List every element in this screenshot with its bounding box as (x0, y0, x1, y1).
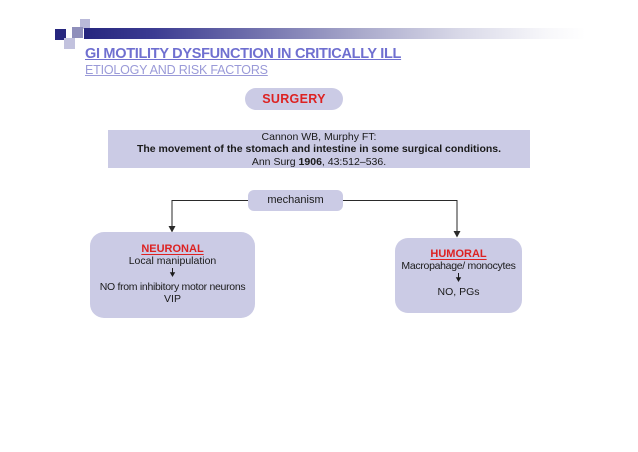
humoral-result-line1: NO, PGs (437, 286, 480, 298)
down-arrow-icon (455, 273, 462, 282)
humoral-subheading: Macropahage/ monocytes (401, 260, 516, 272)
mechanism-node: mechanism (248, 190, 343, 211)
arrowhead-down-icon (453, 231, 461, 238)
accent-square (80, 19, 90, 29)
neuronal-subheading: Local manipulation (128, 255, 217, 267)
neuronal-node: NEURONAL Local manipulation NO from inhi… (90, 232, 255, 318)
neuronal-heading: NEURONAL (141, 243, 204, 255)
surgery-badge: SURGERY (245, 88, 343, 110)
humoral-heading: HUMORAL (430, 248, 487, 260)
accent-square (64, 38, 75, 49)
citation-authors: Cannon WB, Murphy FT: (261, 131, 377, 143)
connector-line-left (171, 200, 248, 227)
accent-square (55, 29, 66, 40)
connector-line-right (343, 200, 458, 232)
citation-reference: Ann Surg 1906, 43:512–536. (251, 155, 387, 168)
neuronal-result-line2: VIP (164, 293, 181, 305)
down-arrow-icon (169, 268, 176, 277)
slide-subtitle: ETIOLOGY AND RISK FACTORS (85, 63, 268, 77)
citation-box: Cannon WB, Murphy FT: The movement of th… (108, 130, 530, 168)
header-gradient-bar (84, 28, 586, 39)
slide-title: GI MOTILITY DYSFUNCTION IN CRITICALLY IL… (85, 46, 402, 62)
accent-square (72, 27, 83, 38)
citation-title: The movement of the stomach and intestin… (136, 143, 502, 156)
neuronal-result-line1: NO from inhibitory motor neurons (99, 281, 246, 293)
humoral-node: HUMORAL Macropahage/ monocytes NO, PGs (395, 238, 522, 313)
